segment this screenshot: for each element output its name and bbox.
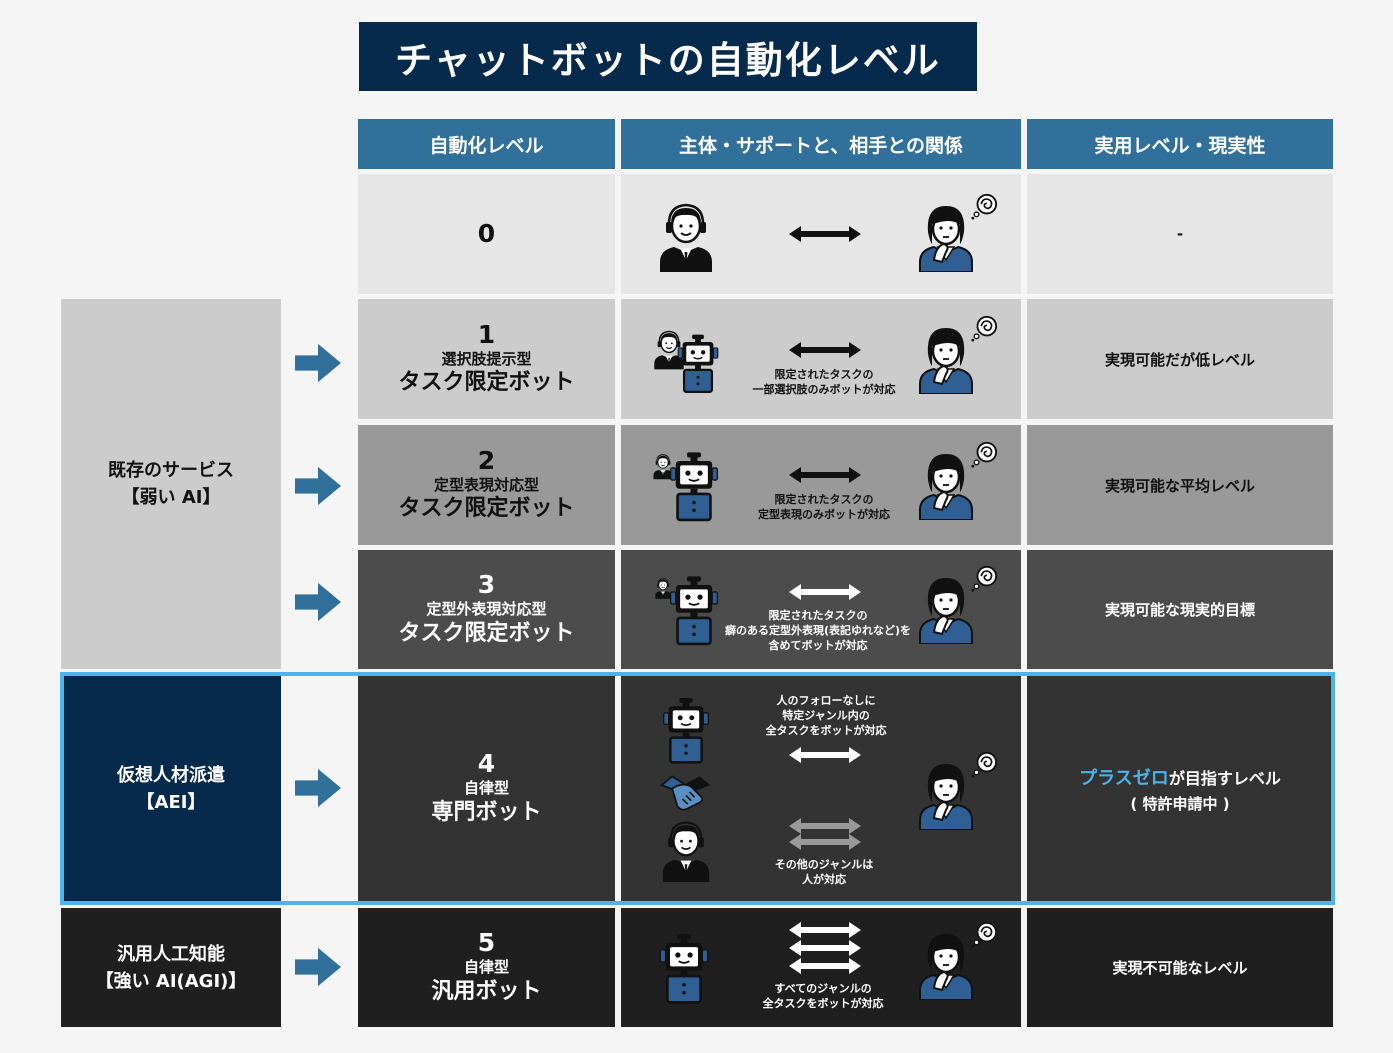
relation-4-note-bottom: その他のジャンルは人が対応 <box>774 858 874 886</box>
arrow-right-icon <box>295 947 341 987</box>
level-4-sub: 自律型 <box>463 779 509 798</box>
level-2-name: タスク限定ボット <box>398 496 575 522</box>
level-3-number: 3 <box>477 570 496 600</box>
level-1-number: 1 <box>477 319 496 349</box>
practical-2-cell: 実現可能な平均レベル <box>1027 425 1333 545</box>
highlight-frame <box>60 672 1335 905</box>
relation-4-note-top: 人のフォローなしに特定ジャンル内の全タスクをボットが対応 <box>765 694 887 737</box>
relation-2-note: 限定されたタスクの定型表現のみボットが対応 <box>758 493 890 521</box>
category-weak-ai-line1: 既存のサービス <box>108 460 234 481</box>
level-3-name: タスク限定ボット <box>398 620 575 646</box>
practical-3-cell: 実現可能な現実的目標 <box>1027 550 1333 669</box>
category-weak-ai: 既存のサービス 【弱い AI】 <box>61 299 281 669</box>
practical-2-text: 実現可能な平均レベル <box>1104 476 1255 495</box>
level-4-number: 4 <box>477 749 496 779</box>
practical-0-cell: - <box>1027 174 1333 294</box>
practical-5-cell: 実現不可能なレベル <box>1027 908 1333 1027</box>
practical-4-line2: ( 特許申請中 ) <box>1130 794 1230 813</box>
arrow-right-icon <box>295 582 341 622</box>
header-relation: 主体・サポートと、相手との関係 <box>621 119 1021 169</box>
relation-1-note: 限定されたタスクの一部選択肢のみボットが対応 <box>752 368 896 396</box>
level-4-name: 専門ボット <box>431 799 542 825</box>
level-5-cell: 5 自律型 汎用ボット <box>358 908 615 1027</box>
level-5-number: 5 <box>477 928 496 958</box>
arrow-right-icon <box>295 466 341 506</box>
relation-3-note: 限定されたタスクの癖のある定型外表現(表記ゆれなど)を含めてボットが対応 <box>724 609 912 652</box>
practical-4-line1: プラスゼロが目指すレベル <box>1079 767 1281 789</box>
relation-5-note: すべてのジャンルの全タスクをボットが対応 <box>762 982 884 1010</box>
category-aei: 仮想人材派遣 【AEI】 <box>61 674 281 903</box>
category-agi-line1: 汎用人工知能 <box>117 943 225 965</box>
arrow-right-icon <box>295 343 341 383</box>
level-3-cell: 3 定型外表現対応型 タスク限定ボット <box>358 550 615 669</box>
level-2-sub: 定型表現対応型 <box>433 475 539 494</box>
practical-5-text: 実現不可能なレベル <box>1112 959 1248 977</box>
practical-4-cell: プラスゼロが目指すレベル ( 特許申請中 ) <box>1027 674 1333 903</box>
level-2-number: 2 <box>477 445 496 475</box>
category-weak-ai-line2: 【弱い AI】 <box>121 487 221 508</box>
header-level: 自動化レベル <box>358 119 615 169</box>
level-4-cell: 4 自律型 専門ボット <box>358 674 615 903</box>
practical-1-cell: 実現可能だが低レベル <box>1027 299 1333 419</box>
practical-3-text: 実現可能な現実的目標 <box>1104 601 1255 619</box>
level-0-number: 0 <box>477 219 496 248</box>
level-1-sub: 選択肢提示型 <box>441 349 532 368</box>
level-0-cell: 0 <box>358 174 615 294</box>
category-agi-line2: 【強い AI(AGI)】 <box>95 970 247 992</box>
category-aei-line2: 【AEI】 <box>136 791 206 813</box>
level-1-name: タスク限定ボット <box>398 370 575 396</box>
practical-0-text: - <box>1176 225 1184 243</box>
arrow-right-icon <box>295 768 341 808</box>
level-3-sub: 定型外表現対応型 <box>426 600 547 619</box>
level-5-sub: 自律型 <box>463 958 509 977</box>
page-title: チャットボットの自動化レベル <box>359 22 977 91</box>
category-agi: 汎用人工知能 【強い AI(AGI)】 <box>61 908 281 1027</box>
header-practical: 実用レベル・現実性 <box>1027 119 1333 169</box>
practical-1-text: 実現可能だが低レベル <box>1104 350 1255 369</box>
category-aei-line1: 仮想人材派遣 <box>117 764 225 786</box>
level-5-name: 汎用ボット <box>431 978 542 1004</box>
level-2-cell: 2 定型表現対応型 タスク限定ボット <box>358 425 615 545</box>
level-1-cell: 1 選択肢提示型 タスク限定ボット <box>358 299 615 419</box>
